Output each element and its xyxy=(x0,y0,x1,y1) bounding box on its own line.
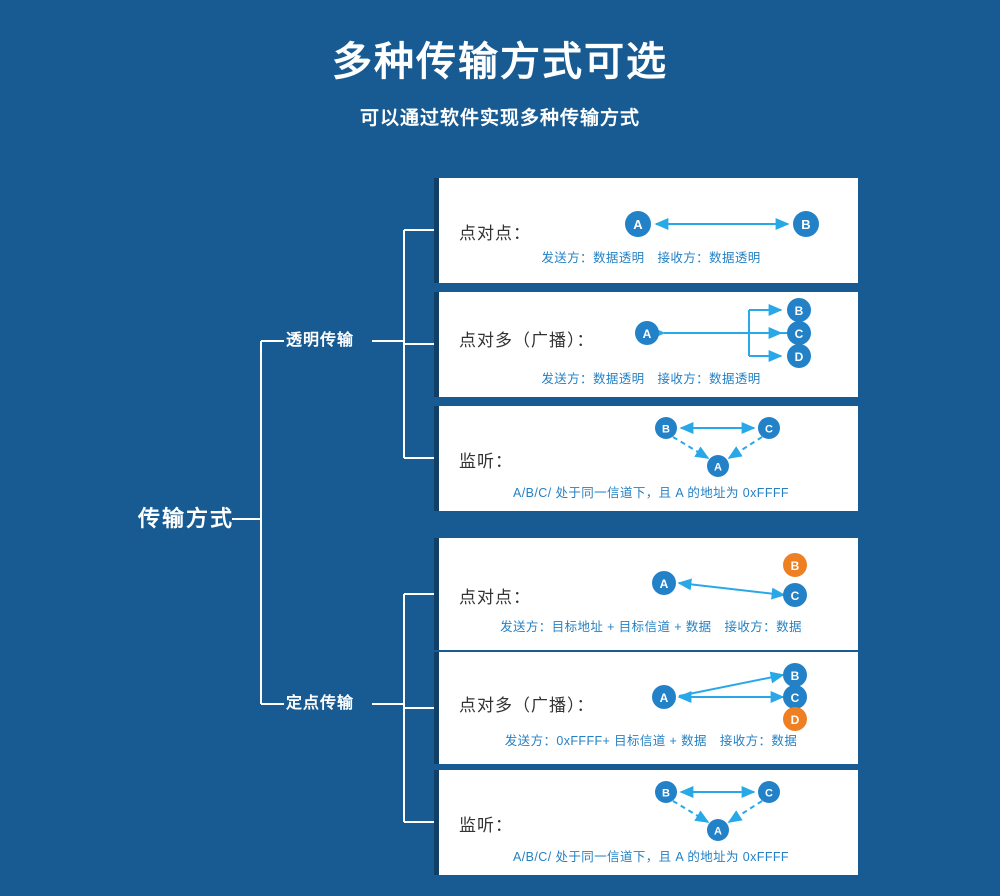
card-label: 点对点： xyxy=(459,224,531,243)
arrow-b-to-a-dashed xyxy=(672,800,710,823)
node-b: B xyxy=(783,553,807,577)
node-label: B xyxy=(662,788,670,800)
node-label: A xyxy=(643,327,652,341)
card-diagram: A B C D xyxy=(559,292,858,378)
card-diagram: A B C xyxy=(559,538,858,620)
node-a: A xyxy=(707,455,729,477)
node-label: A xyxy=(714,826,722,838)
node-label: C xyxy=(765,788,773,800)
node-label: C xyxy=(795,327,804,341)
arrow-a-c xyxy=(677,578,786,600)
node-label: C xyxy=(791,589,800,603)
card-caption: 发送方：0xFFFF+ 目标信道 + 数据 接收方：数据 xyxy=(504,734,798,748)
card-label: 点对点： xyxy=(459,588,531,607)
card-label: 监听： xyxy=(459,452,513,471)
diagram-broadcast-fan: A B C D xyxy=(652,663,807,731)
node-c: C xyxy=(783,685,807,709)
card-caption: 发送方：目标地址 + 目标信道 + 数据 接收方：数据 xyxy=(500,620,802,634)
arrow-c-to-a-dashed xyxy=(727,800,763,823)
card-transparent-p2p[interactable]: 点对点： A B xyxy=(434,178,858,283)
card-label: 点对多（广播）： xyxy=(459,696,595,715)
node-b: B xyxy=(787,298,811,322)
card-diagram: A B xyxy=(559,178,858,248)
card-transparent-broadcast[interactable]: 点对多（广播）： xyxy=(434,292,858,397)
node-c: C xyxy=(787,321,811,345)
node-label: C xyxy=(765,424,773,436)
diagram-broadcast-bus: A B C D xyxy=(635,298,811,368)
diagram-p2p-diagonal: A B C xyxy=(652,553,807,607)
node-d: D xyxy=(783,707,807,731)
diagram-p2p-horizontal: A B xyxy=(625,211,819,237)
node-label: B xyxy=(801,217,810,232)
node-label: B xyxy=(791,669,800,683)
card-label: 监听： xyxy=(459,816,513,835)
node-label: B xyxy=(662,424,670,436)
node-a: A xyxy=(625,211,651,237)
diagram-listen-triangle: B C A xyxy=(655,417,780,477)
node-a: A xyxy=(652,571,676,595)
page-subtitle: 可以通过软件实现多种传输方式 xyxy=(359,108,640,129)
tree-root-label: 传输方式 xyxy=(138,506,235,531)
card-diagram: B C A xyxy=(559,406,858,484)
arrow-b-to-a-dashed xyxy=(672,436,710,459)
node-label: A xyxy=(660,691,669,705)
node-label: D xyxy=(795,350,804,364)
node-label: B xyxy=(791,559,800,573)
node-label: D xyxy=(791,713,800,727)
node-d: D xyxy=(787,344,811,368)
card-diagram: B C A xyxy=(559,770,858,848)
node-b: B xyxy=(655,781,677,803)
node-c: C xyxy=(783,583,807,607)
node-c: C xyxy=(758,781,780,803)
card-label: 点对多（广播）： xyxy=(459,331,595,350)
node-label: C xyxy=(791,691,800,705)
arrow-c-to-a-dashed xyxy=(727,436,763,459)
node-a: A xyxy=(652,685,676,709)
node-label: A xyxy=(660,577,669,591)
node-b: B xyxy=(783,663,807,687)
node-b: B xyxy=(793,211,819,237)
node-label: A xyxy=(714,462,722,474)
card-caption: 发送方：数据透明 接收方：数据透明 xyxy=(541,251,761,265)
node-b: B xyxy=(655,417,677,439)
page-title: 多种传输方式可选 xyxy=(332,40,668,84)
tree-branch-label-fixed-point: 定点传输 xyxy=(286,695,355,712)
node-c: C xyxy=(758,417,780,439)
page-header: 多种传输方式可选 可以通过软件实现多种传输方式 xyxy=(0,0,1000,132)
card-transparent-listen[interactable]: 监听： B xyxy=(434,406,858,511)
card-caption: 发送方：数据透明 接收方：数据透明 xyxy=(541,372,761,386)
card-fixed-broadcast[interactable]: 点对多（广播）： A B xyxy=(434,652,858,764)
node-a: A xyxy=(707,819,729,841)
node-label: B xyxy=(795,304,804,318)
card-fixed-listen[interactable]: 监听： B xyxy=(434,770,858,875)
card-caption: A/B/C/ 处于同一信道下，且 A 的地址为 0xFFFF xyxy=(513,486,789,500)
card-diagram: A B C D xyxy=(559,652,858,738)
node-label: A xyxy=(633,217,643,232)
tree-branch-label-transparent: 透明传输 xyxy=(286,332,355,349)
card-caption: A/B/C/ 处于同一信道下，且 A 的地址为 0xFFFF xyxy=(513,850,789,864)
arrow-a-to-b xyxy=(678,671,785,697)
node-a: A xyxy=(635,321,659,345)
card-fixed-p2p[interactable]: 点对点： A B xyxy=(434,538,858,650)
diagram-listen-triangle: B C A xyxy=(655,781,780,841)
